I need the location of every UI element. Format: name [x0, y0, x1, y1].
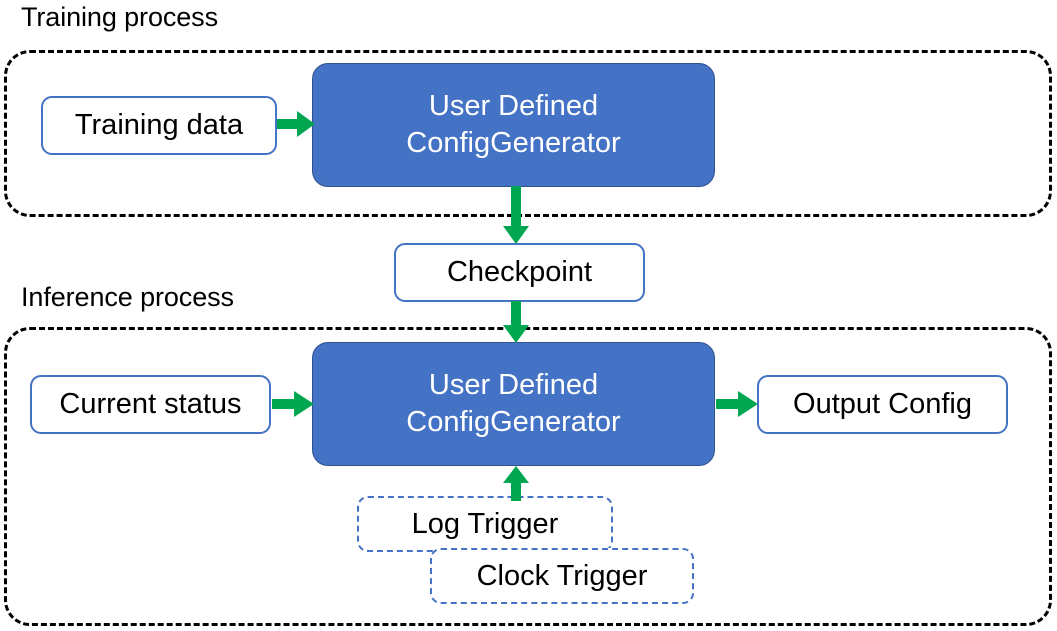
arrow-training-data-to-generator-icon — [277, 108, 317, 140]
inference-config-generator-line1: User Defined — [428, 368, 599, 401]
training-process-container — [4, 50, 1052, 217]
arrow-generator-to-checkpoint-icon — [500, 186, 532, 246]
arrow-checkpoint-to-inference-generator-icon — [500, 301, 532, 345]
arrow-triggers-to-generator-icon — [500, 466, 532, 502]
training-process-title: Training process — [21, 2, 218, 32]
inference-config-generator-line2: ConfigGenerator — [406, 406, 621, 438]
training-config-generator-box[interactable]: User Defined ConfigGenerator — [312, 63, 715, 187]
checkpoint-box[interactable]: Checkpoint — [394, 243, 645, 302]
training-data-box[interactable]: Training data — [41, 96, 277, 155]
training-config-generator-line2: ConfigGenerator — [406, 127, 621, 159]
clock-trigger-box[interactable]: Clock Trigger — [430, 548, 694, 604]
inference-config-generator-box[interactable]: User Defined ConfigGenerator — [312, 342, 715, 466]
inference-process-container — [4, 327, 1052, 626]
log-trigger-box[interactable]: Log Trigger — [357, 496, 613, 552]
arrow-current-status-to-generator-icon — [272, 388, 316, 420]
inference-process-title: Inference process — [21, 282, 234, 312]
arrow-generator-to-output-config-icon — [716, 388, 760, 420]
current-status-box[interactable]: Current status — [30, 375, 271, 434]
output-config-box[interactable]: Output Config — [757, 375, 1008, 434]
training-config-generator-line1: User Defined — [428, 89, 599, 122]
